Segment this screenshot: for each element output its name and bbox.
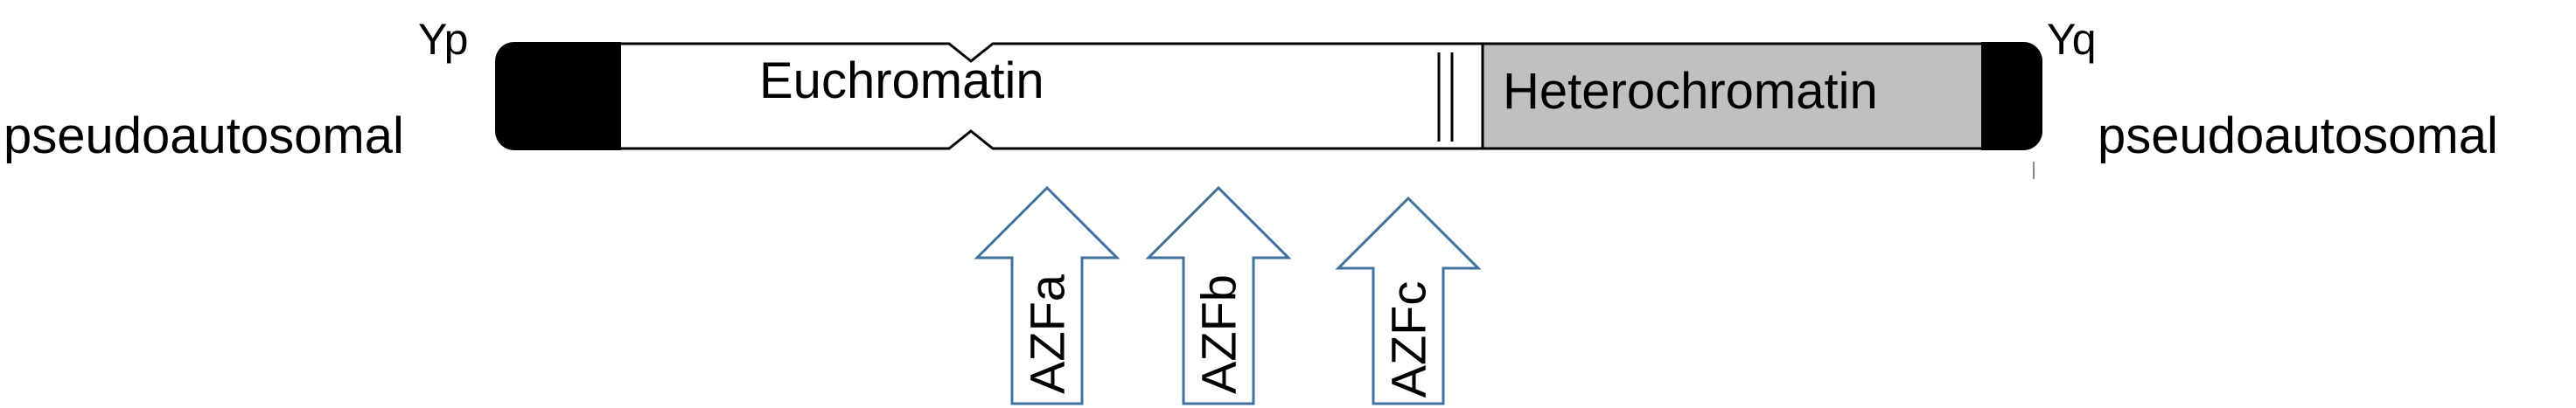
pseudoautosomal-left-label: pseudoautosomal — [3, 107, 404, 164]
azf-arrow-azfc — [1335, 196, 1482, 405]
yp-label: Yp — [418, 15, 468, 64]
yq-label: Yq — [2047, 15, 2097, 64]
azf-arrow-azfa — [974, 185, 1120, 405]
euchromatin-label: Euchromatin — [759, 52, 1044, 109]
azf-label-azfc: AZFc — [1381, 281, 1436, 398]
pseudoautosomal-left-cap-square — [595, 42, 621, 150]
azf-arrow-azfb — [1145, 185, 1292, 405]
azf-label-azfb: AZFb — [1191, 274, 1246, 394]
pseudoautosomal-right-cap-square — [1981, 42, 2007, 150]
azf-arrows: AZFa AZFb AZFc — [974, 185, 1482, 405]
heterochromatin-region — [1481, 42, 1987, 150]
heterochromatin-label: Heterochromatin — [1503, 63, 1878, 120]
euchromatin-region — [611, 42, 1489, 150]
azf-label-azfa: AZFa — [1020, 273, 1075, 394]
pseudoautosomal-right-label: pseudoautosomal — [2098, 107, 2498, 164]
